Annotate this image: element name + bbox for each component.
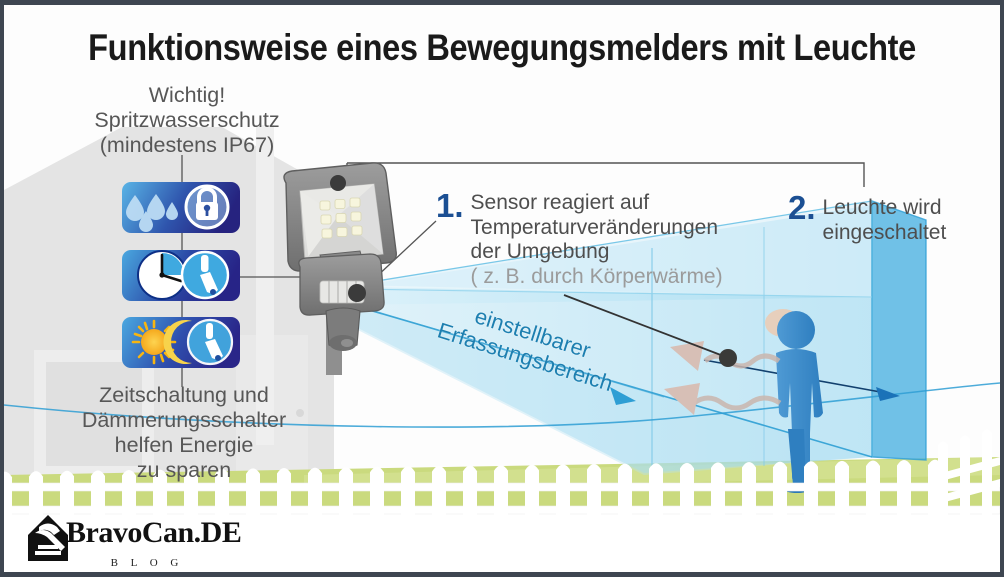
page-title: Funktionsweise eines Bewegungsmelders mi… bbox=[88, 27, 916, 68]
caption-line: Wichtig! bbox=[148, 83, 226, 107]
callout-text: Leuchte wird eingeschaltet bbox=[823, 193, 947, 245]
logo-subtitle: B L O G bbox=[110, 557, 184, 569]
callout-line: Sensor reagiert auf bbox=[470, 191, 650, 214]
caption-line: helfen Energie bbox=[114, 433, 254, 457]
callout-line: der Umgebung bbox=[470, 240, 610, 263]
logo-icon-space bbox=[24, 510, 70, 556]
callout-line: Temperaturveränderungen bbox=[470, 215, 719, 239]
sun-icon bbox=[131, 319, 177, 365]
badge-day-night-switch bbox=[122, 317, 240, 368]
scene-background bbox=[4, 125, 1000, 572]
caption-line: zu sparen bbox=[136, 458, 232, 482]
motion-sensor-floodlight bbox=[283, 162, 397, 375]
callout-step-2: 2. Leuchte wird eingeschaltet bbox=[788, 189, 998, 245]
heat-wave-arrowheads bbox=[664, 341, 704, 415]
infographic-canvas: Funktionsweise eines Bewegungsmelders mi… bbox=[4, 5, 1000, 572]
badge-splash-water-protection bbox=[122, 182, 240, 233]
detection-beam bbox=[4, 200, 1000, 475]
picket-fence-front bbox=[4, 459, 1000, 540]
caption-line: Spritzwasserschutz bbox=[94, 108, 280, 132]
picket-fence-side bbox=[934, 429, 1000, 527]
callout-number: 1. bbox=[436, 187, 464, 224]
badge-timer-switch bbox=[122, 250, 240, 301]
logo-brand: BravoCan.DE bbox=[66, 516, 242, 549]
caption-energy-saving: Zeitschaltung und Dämmerungsschalter hel… bbox=[34, 383, 334, 483]
callout-line: Leuchte wird bbox=[822, 196, 942, 219]
callout-text: Sensor reagiert auf Temperaturveränderun… bbox=[471, 191, 723, 289]
callout-subline: ( z. B. durch Körperwärme) bbox=[470, 264, 723, 288]
callout-number: 2. bbox=[788, 189, 816, 226]
callout-step-1: 1. Sensor reagiert auf Temperaturverände… bbox=[436, 187, 776, 289]
caption-line: (mindestens IP67) bbox=[99, 133, 275, 157]
caption-line: Dämmerungsschalter bbox=[81, 408, 287, 432]
person-silhouette bbox=[765, 309, 823, 493]
caption-water-protection: Wichtig! Spritzwasserschutz (mindestens … bbox=[42, 83, 332, 158]
heat-wave-arrows bbox=[692, 353, 782, 411]
heat-source-dot bbox=[719, 349, 737, 367]
callout-line: eingeschaltet bbox=[822, 220, 947, 244]
caption-line: Zeitschaltung und bbox=[99, 383, 269, 407]
logo-row: BravoCan.DE bbox=[24, 510, 254, 556]
moon-icon bbox=[163, 320, 192, 364]
site-logo[interactable]: BravoCan.DE B L O G bbox=[24, 510, 254, 569]
house-hammer-icon bbox=[28, 515, 68, 561]
